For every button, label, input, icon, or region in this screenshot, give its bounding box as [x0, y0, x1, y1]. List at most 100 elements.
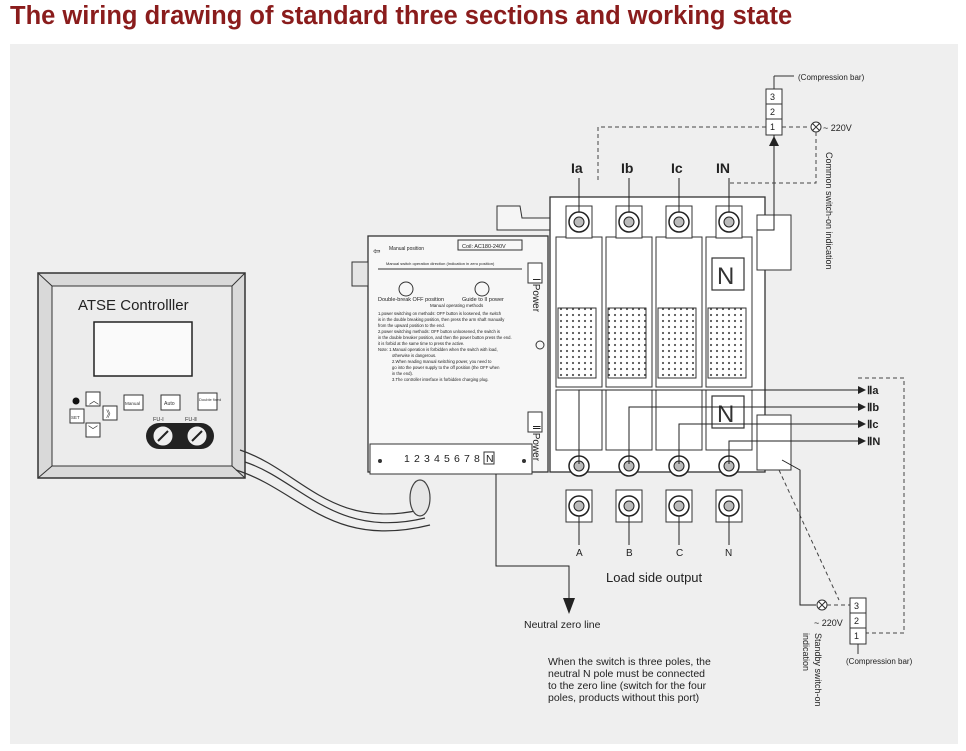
- instruction-line: 2.power switching methods: OFF button un…: [378, 329, 500, 334]
- screw-terminal: [718, 455, 740, 477]
- terminal-2: 2: [414, 453, 420, 465]
- instruction-line: it is forbid at the same time to press t…: [378, 341, 464, 346]
- up-arrow-icon: [769, 136, 779, 146]
- switch-body: Manual position ⇦ Coil: AC180-240V Manua…: [351, 196, 792, 523]
- power1-indicator: [527, 262, 543, 284]
- instruction-line: in the double breaker position, and then…: [378, 335, 512, 340]
- input-ib-label: Ib: [621, 160, 633, 176]
- down-arrow-button[interactable]: [85, 422, 101, 438]
- double-fixed-button-label: Double fixed: [199, 397, 221, 402]
- coil-label: Coil: AC180-240V: [462, 244, 506, 250]
- n-pole-label-top: N: [717, 263, 734, 290]
- input-2c-label: Ⅱc: [867, 419, 879, 431]
- terminal-3: 3: [424, 453, 430, 465]
- double-fixed-button[interactable]: [197, 392, 218, 411]
- manual-arrow-icon: ⇦: [373, 246, 381, 256]
- atse-controller: ATSE Controlller ︿ SET 》 ﹀ Manual Auto D…: [37, 272, 246, 479]
- up-arrow-button[interactable]: [85, 391, 101, 407]
- screw-terminal: [568, 455, 590, 477]
- terminal-5: 5: [444, 453, 450, 465]
- set-button-label: SET: [71, 415, 80, 420]
- controller-display: [93, 321, 193, 377]
- up-arrow-icon: ︿: [89, 396, 99, 407]
- input-ic-label: Ic: [671, 160, 683, 176]
- input-arrows-right: [858, 386, 866, 445]
- manual-button-label: Manual: [125, 401, 140, 406]
- instruction-line: 3.The controller interface is forbidden …: [392, 377, 489, 382]
- load-output-label: Load side output: [606, 570, 703, 585]
- standby-indication-label: Standby switch-on: [813, 633, 823, 707]
- auto-button[interactable]: [160, 394, 181, 411]
- n-pole-plate-bottom: [711, 395, 745, 429]
- mid-terminals: [568, 455, 740, 477]
- instruction-line: in the end).: [392, 371, 413, 376]
- note-line: to the zero line (switch for the four: [548, 680, 707, 692]
- terminal-8: 8: [474, 453, 480, 465]
- screw-terminal: [715, 205, 743, 239]
- power1-label: Ⅰ Power: [530, 278, 541, 313]
- terminal-block-1: 1: [770, 122, 775, 132]
- terminal-numbers: 1 2 3 4 5 6 7 8 N: [404, 451, 495, 465]
- double-break-label: Double-break OFF position: [378, 297, 444, 303]
- fu1-label: FU-Ⅰ: [153, 417, 164, 423]
- note-line: When the switch is three poles, the: [548, 656, 711, 668]
- compression-bar-label-bottom: (Compression bar): [846, 657, 913, 666]
- earth-icon: [535, 340, 545, 350]
- manual-button[interactable]: [123, 394, 144, 411]
- instruction-line: go into the power supply to the off posi…: [392, 365, 500, 370]
- right-arrow-icon: 》: [106, 409, 115, 419]
- status-led: [72, 397, 80, 405]
- terminal-block-2: 2: [854, 616, 859, 626]
- down-arrow-icon: ﹀: [88, 425, 98, 437]
- output-c-label: C: [676, 548, 683, 559]
- note-line: poles, products without this port): [548, 692, 699, 704]
- note-line: neutral N pole must be connected: [548, 668, 705, 680]
- instruction-line: Note: 1.Manual operation is forbidden wh…: [378, 347, 498, 352]
- screw-terminal: [715, 489, 743, 523]
- set-button[interactable]: [69, 408, 85, 424]
- output-wires: [578, 516, 730, 545]
- output-terminals: [565, 489, 743, 523]
- standby-indication-circuit: ~ 220V 3 2 1 (Compression bar) Standby s…: [778, 377, 913, 707]
- voltage-label-top: ~ 220V: [823, 123, 852, 133]
- controller-name: ATSE Controlller: [78, 297, 189, 314]
- terminal-block-1: 1: [854, 631, 859, 641]
- compression-bar-label-top: (Compression bar): [798, 73, 865, 82]
- instruction-line: 1.power switching on methods: OFF button…: [378, 311, 502, 316]
- fuse-2-icon: [191, 430, 203, 442]
- power2-indicator: [527, 411, 543, 433]
- terminal-4: 4: [434, 453, 440, 465]
- terminal-1: 1: [404, 453, 410, 465]
- n-pole-plate-top: [711, 257, 745, 291]
- terminal-block-3: 3: [854, 601, 859, 611]
- pole-columns: [555, 236, 753, 451]
- terminal-6: 6: [454, 453, 460, 465]
- n-pole-label-bottom: N: [717, 401, 734, 428]
- common-indication-circuit: 3 2 1 (Compression bar) ~ 220V Common sw…: [597, 73, 865, 270]
- input-wires-top: [578, 178, 730, 212]
- input-wires-right: [578, 389, 858, 464]
- auto-button-label: Auto: [164, 401, 175, 407]
- instruction-text: 1.power switching on methods: OFF button…: [378, 311, 512, 382]
- lamp-icon: [818, 601, 826, 609]
- fuse-1-icon: [157, 430, 169, 442]
- neutral-arrow-icon: [563, 598, 575, 614]
- direction-note: Manual switch operation direction (Indic…: [386, 261, 495, 266]
- terminal-7: 7: [464, 453, 470, 465]
- input-2n-label: ⅡN: [867, 436, 880, 448]
- screw-terminal: [565, 205, 593, 239]
- page-title: The wiring drawing of standard three sec…: [10, 2, 793, 30]
- terminal-block-3: 3: [770, 92, 775, 102]
- output-b-label: B: [626, 548, 633, 559]
- screw-terminal: [665, 205, 693, 239]
- manual-position-label: Manual position: [389, 246, 424, 252]
- instruction-line: from the upward position to the end.: [378, 323, 445, 328]
- right-arrow-button[interactable]: [102, 405, 118, 421]
- input-in-label: IN: [716, 160, 730, 176]
- common-indication-label: Common switch-on indication: [824, 152, 834, 270]
- instruction-line: 2.When reading manual switching power, y…: [392, 359, 492, 364]
- terminal-n: N: [486, 453, 494, 465]
- neutral-label: Neutral zero line: [524, 619, 601, 631]
- terminal-block-2: 2: [770, 107, 775, 117]
